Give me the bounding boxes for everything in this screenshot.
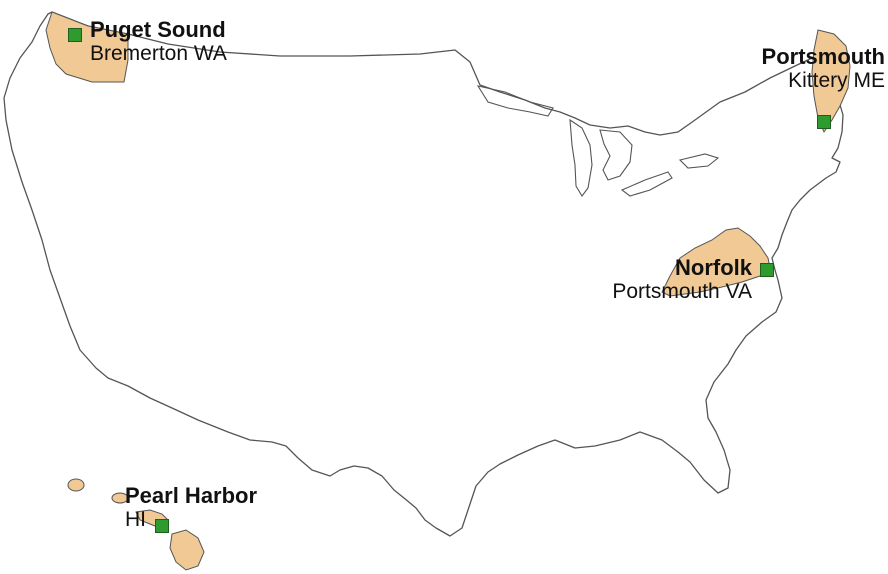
lake-ontario-outline [678, 153, 720, 169]
puget-sound-marker [68, 28, 82, 42]
contiguous-us-outline [3, 11, 844, 537]
portsmouth-me-marker [817, 115, 831, 129]
lake-superior-outline [476, 85, 554, 117]
label-norfolk: Norfolk Portsmouth VA [612, 255, 752, 304]
shipyard-name: Portsmouth [761, 44, 885, 69]
washington-state [45, 11, 129, 83]
lake-erie-outline [620, 171, 673, 197]
label-puget-sound: Puget Sound Bremerton WA [90, 17, 227, 66]
shipyard-location: Portsmouth VA [612, 280, 752, 304]
label-portsmouth: Portsmouth Kittery ME [761, 44, 885, 93]
big-island-hawaii [169, 529, 205, 571]
label-pearl-harbor: Pearl Harbor HI [125, 483, 258, 532]
maine-state [811, 29, 851, 134]
norfolk-marker [760, 263, 774, 277]
shipyard-location: Bremerton WA [90, 42, 227, 66]
oahu-island [111, 492, 129, 504]
shipyard-name: Puget Sound [90, 17, 226, 42]
shipyard-location: HI [125, 508, 146, 532]
shipyard-location: Kittery ME [788, 69, 885, 93]
shipyard-name: Pearl Harbor [125, 483, 258, 508]
lake-michigan-outline [569, 118, 593, 197]
pearl-harbor-marker [155, 519, 169, 533]
kauai-island [67, 478, 85, 492]
shipyard-name: Norfolk [675, 255, 752, 280]
lake-huron-outline [599, 129, 633, 181]
